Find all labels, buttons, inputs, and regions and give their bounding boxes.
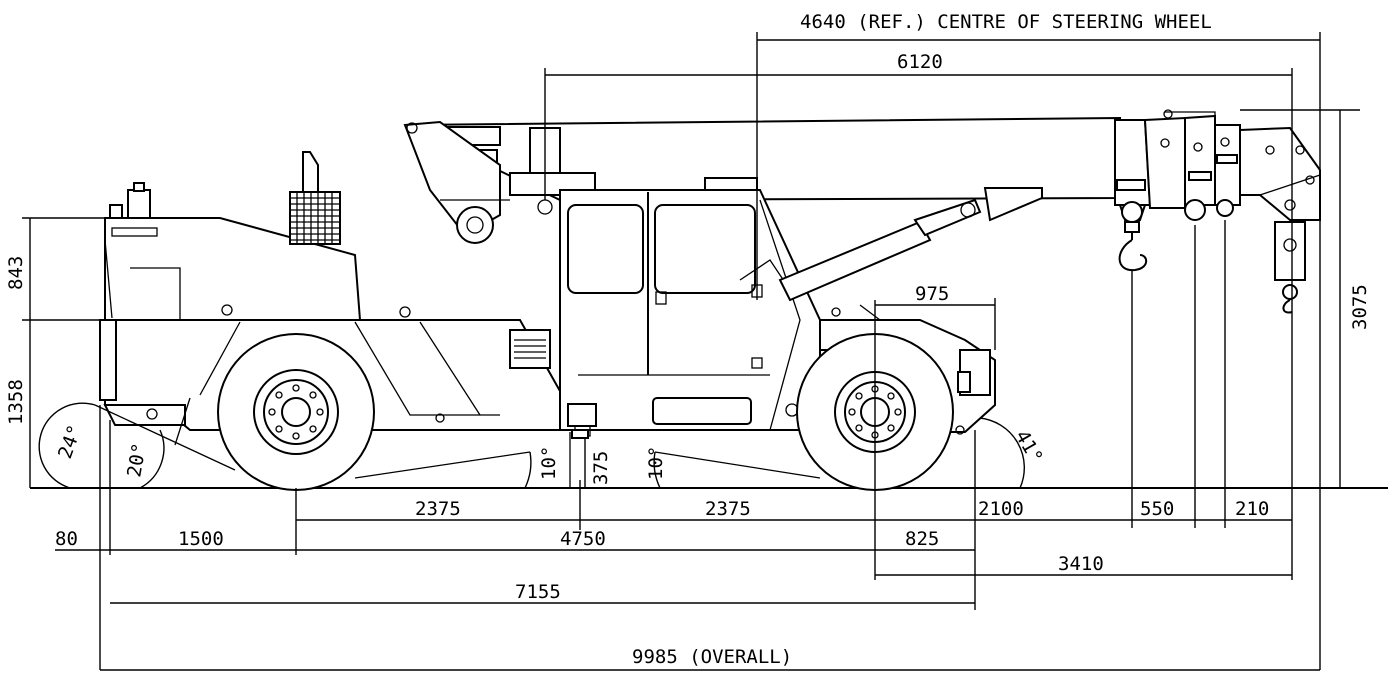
dim-375: 375 [590,451,612,485]
dim-9985-overall: 9985 (OVERALL) [632,646,792,668]
dim-7155: 7155 [515,581,561,603]
dim-843: 843 [5,256,27,290]
warning-plate-hatch [514,339,546,359]
dim-210: 210 [1235,498,1269,520]
dim-975: 975 [915,283,949,305]
dim-4750: 4750 [560,528,606,550]
dimension-lines [22,32,1360,671]
dim-3075: 3075 [1349,284,1371,330]
dim-550: 550 [1140,498,1174,520]
dim-steering-ref: 4640 (REF.) CENTRE OF STEERING WHEEL [800,11,1212,33]
dim-2375-left: 2375 [415,498,461,520]
angle-41: 41° [1011,427,1047,468]
dim-2100: 2100 [978,498,1024,520]
rear-wheel [217,333,375,491]
angle-24: 24° [54,422,86,462]
dim-6120: 6120 [897,51,943,73]
radiator-grille [290,192,340,244]
angle-20: 20° [123,441,151,479]
crane-body [94,109,1321,491]
dimension-labels: 4640 (REF.) CENTRE OF STEERING WHEEL 612… [5,11,1371,668]
angle-10-right: 10° [645,446,667,480]
dim-1358: 1358 [5,379,27,425]
dim-80: 80 [55,528,78,550]
dim-825: 825 [905,528,939,550]
dim-1500: 1500 [178,528,224,550]
dim-3410: 3410 [1058,553,1104,575]
angle-10-left: 10° [538,446,560,480]
dim-2375-right: 2375 [705,498,751,520]
